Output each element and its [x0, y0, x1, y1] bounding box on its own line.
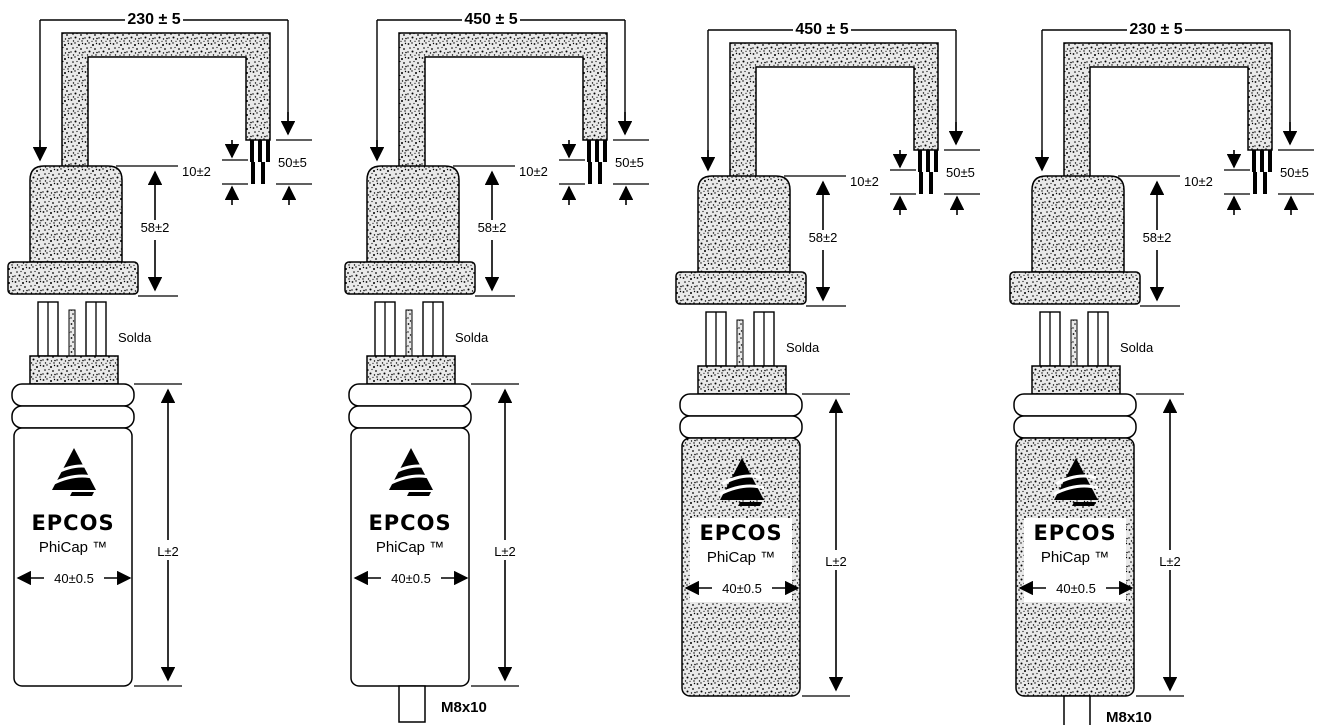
wire-strip	[588, 162, 592, 184]
wire-strip	[251, 162, 255, 184]
can-ring	[1013, 393, 1137, 417]
can-ring	[11, 383, 135, 407]
wire-lead	[587, 140, 591, 162]
terminal-cap	[29, 165, 123, 263]
strip-length-label: 50±5	[946, 165, 975, 180]
model-label: PhiCap ™	[707, 549, 775, 566]
brand-label: EPCOS	[368, 511, 451, 535]
connection-cable	[1063, 42, 1273, 181]
cap-length-label: 58±2	[141, 220, 170, 235]
sleeve-length-label: 10±2	[850, 174, 879, 189]
diameter-label: 40±0.5	[391, 571, 431, 586]
can-length-label: L±2	[1159, 554, 1181, 569]
wire-strip	[598, 162, 602, 184]
terminal-cap	[697, 175, 791, 273]
wire-lead	[258, 140, 262, 162]
diameter-label: 40±0.5	[54, 571, 94, 586]
cap-length-label: 58±2	[478, 220, 507, 235]
cap-flange	[1009, 271, 1141, 305]
stud-thread-label: M8x10	[441, 699, 487, 716]
cap-length-label: 58±2	[1143, 230, 1172, 245]
cable-length-label: 450 ± 5	[464, 11, 517, 28]
strip-length-label: 50±5	[615, 155, 644, 170]
wire-strip	[1263, 172, 1267, 194]
wire-lead	[1260, 150, 1264, 172]
label-background	[1127, 18, 1185, 38]
wire-lead	[1252, 150, 1256, 172]
diameter-label: 40±0.5	[1056, 581, 1096, 596]
mounting-stud	[398, 685, 426, 723]
wire-lead	[595, 140, 599, 162]
connection-cable	[61, 32, 271, 171]
sleeve-length-label: 10±2	[182, 164, 211, 179]
solder-label: Solda	[786, 340, 820, 355]
wire-lead	[266, 140, 270, 162]
label-background	[462, 8, 520, 28]
solder-label: Solda	[1120, 340, 1154, 355]
sleeve-length-label: 10±2	[1184, 174, 1213, 189]
can-ring	[348, 383, 472, 407]
connection-cable	[729, 42, 939, 181]
solder-label: Solda	[455, 330, 489, 345]
diameter-label: 40±0.5	[722, 581, 762, 596]
label-background	[125, 8, 183, 28]
cable-length-label: 450 ± 5	[795, 21, 848, 38]
wire-lead	[603, 140, 607, 162]
model-label: PhiCap ™	[39, 539, 107, 556]
cap-length-label: 58±2	[809, 230, 838, 245]
terminal-base	[697, 365, 787, 395]
solder-joint	[405, 309, 413, 357]
terminal-cap	[366, 165, 460, 263]
can-ring	[679, 393, 803, 417]
terminal-base	[1031, 365, 1121, 395]
wire-lead	[918, 150, 922, 172]
cable-length-label: 230 ± 5	[1129, 21, 1182, 38]
model-label: PhiCap ™	[1041, 549, 1109, 566]
brand-label: EPCOS	[1033, 521, 1116, 545]
label-background	[793, 18, 851, 38]
can-ring	[1013, 415, 1137, 439]
solder-joint	[736, 319, 744, 367]
wire-lead	[250, 140, 254, 162]
wire-lead	[926, 150, 930, 172]
wire-strip	[929, 172, 933, 194]
wire-lead	[934, 150, 938, 172]
brand-label: EPCOS	[31, 511, 114, 535]
stud-thread-label: M8x10	[1106, 709, 1152, 725]
brand-label: EPCOS	[699, 521, 782, 545]
can-ring	[11, 405, 135, 429]
capacitor-can	[13, 427, 133, 687]
strip-length-label: 50±5	[278, 155, 307, 170]
connection-cable	[398, 32, 608, 171]
mounting-stud	[1063, 695, 1091, 725]
terminal-base	[366, 355, 456, 385]
sleeve-length-label: 10±2	[519, 164, 548, 179]
model-label: PhiCap ™	[376, 539, 444, 556]
wire-strip	[1253, 172, 1257, 194]
terminal-base	[29, 355, 119, 385]
solder-joint	[68, 309, 76, 357]
cap-flange	[7, 261, 139, 295]
strip-length-label: 50±5	[1280, 165, 1309, 180]
cap-flange	[675, 271, 807, 305]
wire-strip	[919, 172, 923, 194]
solder-label: Solda	[118, 330, 152, 345]
cable-length-label: 230 ± 5	[127, 11, 180, 28]
wire-lead	[1268, 150, 1272, 172]
cap-flange	[344, 261, 476, 295]
solder-joint	[1070, 319, 1078, 367]
can-ring	[348, 405, 472, 429]
wire-strip	[261, 162, 265, 184]
can-ring	[679, 415, 803, 439]
can-length-label: L±2	[825, 554, 847, 569]
can-length-label: L±2	[157, 544, 179, 559]
can-length-label: L±2	[494, 544, 516, 559]
terminal-cap	[1031, 175, 1125, 273]
